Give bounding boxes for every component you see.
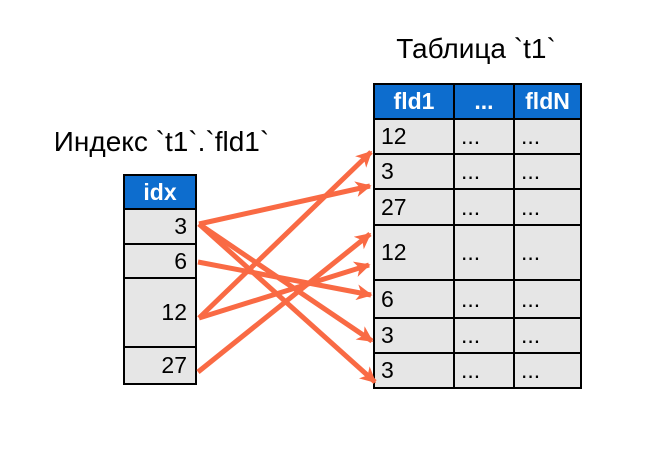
index-header-row: idx <box>123 174 197 210</box>
t1-cell: ... <box>513 188 582 226</box>
index-cell: 27 <box>123 346 197 385</box>
t1-cell: ... <box>513 352 582 389</box>
table-row: 3 ... ... <box>373 153 582 190</box>
table-row: 3 ... ... <box>373 352 582 389</box>
table-row: 27 ... ... <box>373 188 582 226</box>
arrow-idx3-to-row6 <box>197 221 374 344</box>
t1-header-cell-fld1: fld1 <box>373 83 455 120</box>
t1-cell: 12 <box>373 224 455 281</box>
t1-cell: ... <box>513 118 582 155</box>
index-table: idx 3 6 12 27 <box>123 174 197 385</box>
t1-table: fld1 ... fldN 12 ... ... 3 ... ... 27 ..… <box>373 83 582 389</box>
index-cell: 3 <box>123 208 197 245</box>
index-row: 12 <box>123 277 197 348</box>
table-row: 3 ... ... <box>373 317 582 354</box>
t1-table-body: 12 ... ... 3 ... ... 27 ... ... 12 ... .… <box>373 118 582 389</box>
index-cell: 12 <box>123 277 197 348</box>
table-row: 12 ... ... <box>373 118 582 155</box>
arrow-idx27-to-row3 <box>196 232 372 374</box>
index-row: 3 <box>123 208 197 245</box>
index-table-body: 3 6 12 27 <box>123 208 197 385</box>
index-row: 6 <box>123 243 197 279</box>
t1-cell: 6 <box>373 279 455 319</box>
t1-cell: 12 <box>373 118 455 155</box>
table-row: 12 ... ... <box>373 224 582 281</box>
arrow-idx3-to-row7 <box>197 222 377 384</box>
arrow-idx12-to-row4 <box>198 261 371 321</box>
t1-cell: ... <box>453 188 515 226</box>
index-table-head: idx <box>123 174 197 210</box>
t1-cell: ... <box>513 153 582 190</box>
t1-cell: 27 <box>373 188 455 226</box>
t1-header-cell-fldN: fldN <box>513 83 582 120</box>
t1-table-head: fld1 ... fldN <box>373 83 582 120</box>
index-cell: 6 <box>123 243 197 279</box>
t1-cell: ... <box>513 279 582 319</box>
arrow-idx12-to-row1 <box>197 150 373 320</box>
t1-header-cell-ellipsis: ... <box>453 83 515 120</box>
table-row: 6 ... ... <box>373 279 582 319</box>
t1-cell: ... <box>453 118 515 155</box>
arrow-idx3-to-row2 <box>198 181 372 227</box>
index-title: Индекс `t1`.`fld1` <box>53 126 270 157</box>
t1-cell: 3 <box>373 153 455 190</box>
index-header-cell: idx <box>123 174 197 210</box>
table-title: Таблица `t1` <box>396 33 556 64</box>
t1-cell: ... <box>453 153 515 190</box>
index-row: 27 <box>123 346 197 385</box>
arrow-idx6-to-row5 <box>197 259 373 301</box>
t1-cell: 3 <box>373 352 455 389</box>
t1-header-row: fld1 ... fldN <box>373 83 582 120</box>
t1-cell: ... <box>453 352 515 389</box>
t1-cell: 3 <box>373 317 455 354</box>
t1-cell: ... <box>513 224 582 281</box>
t1-cell: ... <box>453 224 515 281</box>
t1-cell: ... <box>453 317 515 354</box>
t1-cell: ... <box>513 317 582 354</box>
t1-cell: ... <box>453 279 515 319</box>
